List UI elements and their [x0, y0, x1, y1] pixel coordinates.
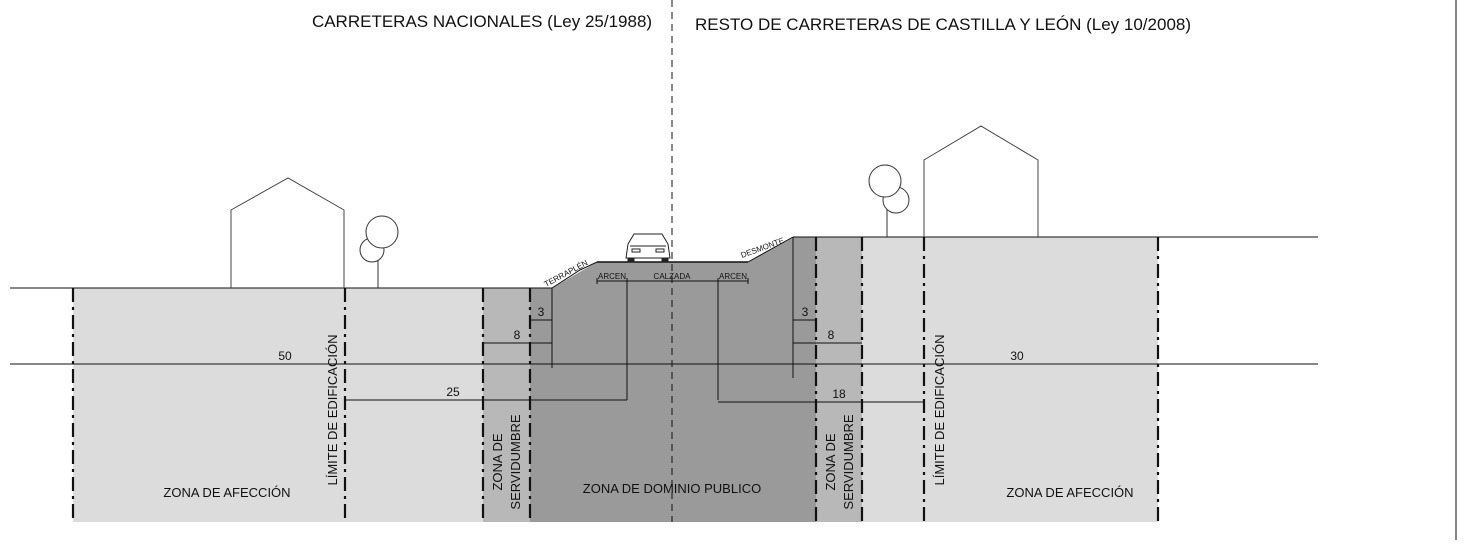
label-arcen-left: ARCEN: [598, 272, 626, 281]
label-calzada: CALZADA: [654, 272, 692, 281]
zone-servidumbre-left-area: [483, 288, 530, 522]
label-zona-dominio: ZONA DE DOMINIO PUBLICO: [583, 481, 761, 496]
zone-afeccion-right-area: [862, 237, 1158, 522]
house-left-icon: [230, 177, 345, 288]
car-icon: [625, 233, 671, 263]
dim-value-left-dominio: 3: [538, 305, 545, 319]
label-zona-afeccion-right: ZONA DE AFECCIÓN: [1006, 485, 1133, 500]
zone-dominio-area: [530, 237, 816, 522]
servidumbre-left-line1: ZONA DE: [490, 433, 505, 490]
tree-right-icon: [868, 164, 910, 237]
servidumbre-right-line1: ZONA DE: [823, 433, 838, 490]
dim-value-left-afeccion: 50: [278, 349, 292, 363]
servidumbre-right-line2: SERVIDUMBRE: [841, 414, 856, 509]
header-right: RESTO DE CARRETERAS DE CASTILLA Y LEÓN (…: [695, 15, 1191, 34]
label-servidumbre-left: ZONA DE SERVIDUMBRE: [490, 414, 523, 509]
label-zona-afeccion-left: ZONA DE AFECCIÓN: [163, 485, 290, 500]
dim-value-right-dominio: 3: [802, 305, 809, 319]
header-left: CARRETERAS NACIONALES (Ley 25/1988): [312, 12, 652, 31]
dim-value-left-edificacion: 25: [446, 385, 460, 399]
tree-left-icon: [359, 215, 399, 288]
label-servidumbre-right: ZONA DE SERVIDUMBRE: [823, 414, 856, 509]
dim-value-left-servidumbre: 8: [514, 328, 521, 342]
label-limite-edificacion-left: LÍMITE DE EDIFICACIÓN: [325, 335, 340, 486]
zone-afeccion-left-area: [73, 288, 483, 522]
zone-servidumbre-right-area: [816, 237, 862, 522]
dim-value-right-servidumbre: 8: [828, 328, 835, 342]
house-right-icon: [923, 125, 1039, 237]
dim-value-right-afeccion: 30: [1010, 349, 1024, 363]
dim-value-right-edificacion: 18: [832, 387, 846, 401]
servidumbre-left-line2: SERVIDUMBRE: [508, 414, 523, 509]
label-arcen-right: ARCEN: [719, 272, 747, 281]
label-limite-edificacion-right: LÍMITE DE EDIFICACIÓN: [932, 335, 947, 486]
